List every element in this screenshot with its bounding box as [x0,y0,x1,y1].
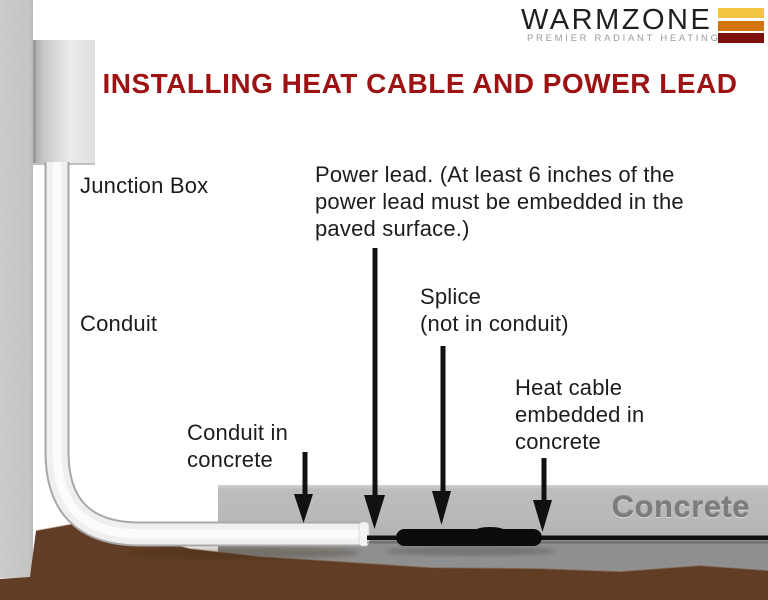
conduit-in-concrete-arrow [294,452,313,523]
heat-cable-line [367,535,768,540]
power-lead-arrow [364,248,385,529]
conduit-tube [44,162,370,547]
heat-cable-label: Heat cable embedded in concrete [515,375,645,454]
logo-tagline: PREMIER RADIANT HEATING [527,33,721,44]
splice-blob [396,527,542,546]
logo-bar-darkred [718,33,764,43]
logo-wordmark: WARMZONE [521,4,713,36]
callout-arrows [294,248,552,532]
junction-box [33,40,95,165]
logo-bar-yellow [718,8,764,18]
logo-bars-icon [718,8,764,46]
splice-arrow [432,346,451,525]
house-wall [0,0,33,578]
concrete-label: Concrete [611,489,750,524]
cable-shadow [367,541,768,544]
conduit-shadow [130,547,360,559]
splice-shadow [385,546,555,556]
page-title: INSTALLING HEAT CABLE AND POWER LEAD [102,68,738,99]
power-lead-label: Power lead. (At least 6 inches of the po… [315,162,684,241]
logo-bar-orange [718,20,764,31]
splice-label: Splice (not in conduit) [420,284,569,336]
conduit-label: Conduit [80,311,158,336]
conduit-in-concrete-label: Conduit in concrete [187,420,289,472]
junction-box-label: Junction Box [80,173,209,198]
conduit-end-cap [358,521,370,547]
heat-cable-arrow [533,458,552,532]
